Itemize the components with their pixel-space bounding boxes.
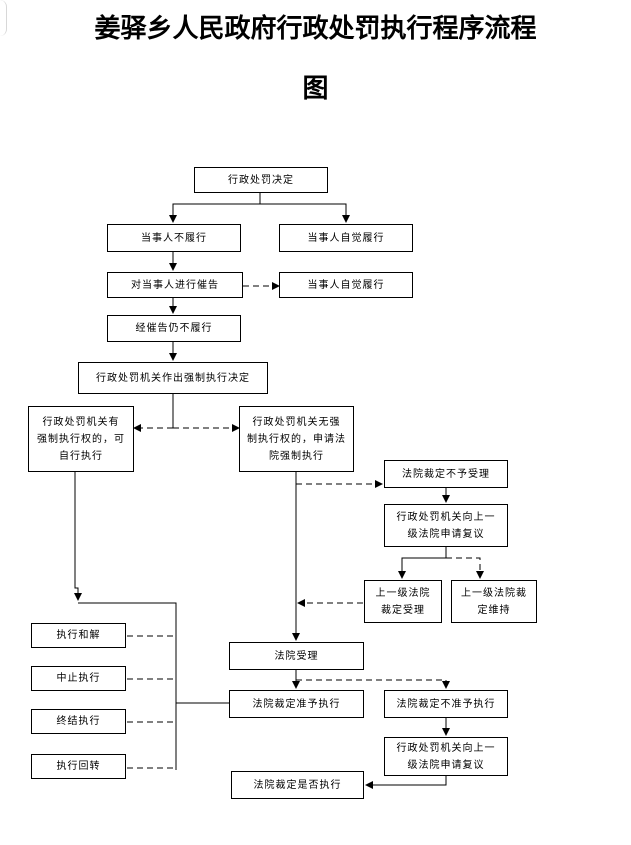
node-notice: 对当事人进行催告 (107, 272, 243, 298)
dashed-to-not-enforce (296, 679, 450, 689)
node-court-not-enforce: 法院裁定不准予执行 (384, 690, 508, 718)
node-upper-maintain-line-1: 上一级法院裁 (461, 587, 527, 599)
page-title-continued: 图 (302, 74, 329, 104)
node-no-power-line-1: 行政处罚机关无强 (252, 416, 341, 428)
node-upper-accept-line-1: 上一级法院 (375, 587, 431, 599)
node-court-not-accept: 法院裁定不予受理 (384, 460, 508, 488)
connector-decision-voluntary (260, 203, 350, 223)
node-upper-maintain: 上一级法院裁 定维持 (451, 580, 537, 623)
node-reconsider-2-line-2: 级法院申请复议 (407, 759, 485, 771)
node-terminate: 终结执行 (31, 709, 126, 734)
node-decision: 行政处罚决定 (194, 167, 328, 193)
node-still-not-perform: 经催告仍不履行 (107, 315, 241, 342)
connector-decision-split (169, 193, 261, 223)
connector-to-court-whether (365, 776, 447, 789)
connector-self-execute-down (74, 472, 82, 601)
node-upper-accept: 上一级法院 裁定受理 (364, 580, 442, 623)
node-suspend: 中止执行 (31, 666, 126, 691)
node-reconsider-1-line-1: 行政处罚机关向上一 (396, 511, 496, 523)
dashed-to-upper-maintain (446, 557, 484, 579)
connector-to-upper-accept (398, 547, 447, 579)
node-settlement: 执行和解 (31, 623, 126, 648)
node-has-power: 行政处罚机关有 强制执行权的，可 自行执行 (28, 406, 134, 472)
node-reconsider-2-line-1: 行政处罚机关向上一 (396, 742, 496, 754)
node-has-power-line-2: 强制执行权的，可 (37, 433, 125, 445)
node-reconsider-1: 行政处罚机关向上一 级法院申请复议 (384, 504, 508, 547)
node-no-power-line-2: 制执行权的，申请法 (247, 433, 346, 445)
node-no-power-line-3: 院强制执行 (269, 450, 324, 462)
node-court-accept: 法院受理 (229, 642, 364, 670)
page-title: 姜驿乡人民政府行政处罚执行程序流程 (94, 14, 537, 44)
node-court-enforce: 法院裁定准予执行 (229, 690, 364, 718)
node-enforce-decision: 行政处罚机关作出强制执行决定 (78, 362, 268, 394)
node-upper-maintain-line-2: 定维持 (477, 604, 511, 616)
node-no-power: 行政处罚机关无强 制执行权的，申请法 院强制执行 (239, 406, 354, 472)
node-party-not-perform: 当事人不履行 (107, 224, 241, 252)
node-has-power-line-3: 自行执行 (59, 450, 103, 462)
node-party-voluntary-2: 当事人自觉履行 (279, 272, 413, 298)
page-edge-marker (0, 0, 7, 36)
connector-outcome-bracket (78, 602, 177, 770)
node-reversal: 执行回转 (31, 754, 126, 779)
node-court-whether: 法院裁定是否执行 (231, 771, 364, 799)
node-party-voluntary-1: 当事人自觉履行 (279, 224, 413, 252)
node-reconsider-2: 行政处罚机关向上一 级法院申请复议 (384, 737, 508, 776)
node-upper-accept-line-2: 裁定受理 (381, 604, 425, 616)
node-has-power-line-1: 行政处罚机关有 (42, 416, 120, 428)
node-reconsider-1-line-2: 级法院申请复议 (407, 528, 485, 540)
